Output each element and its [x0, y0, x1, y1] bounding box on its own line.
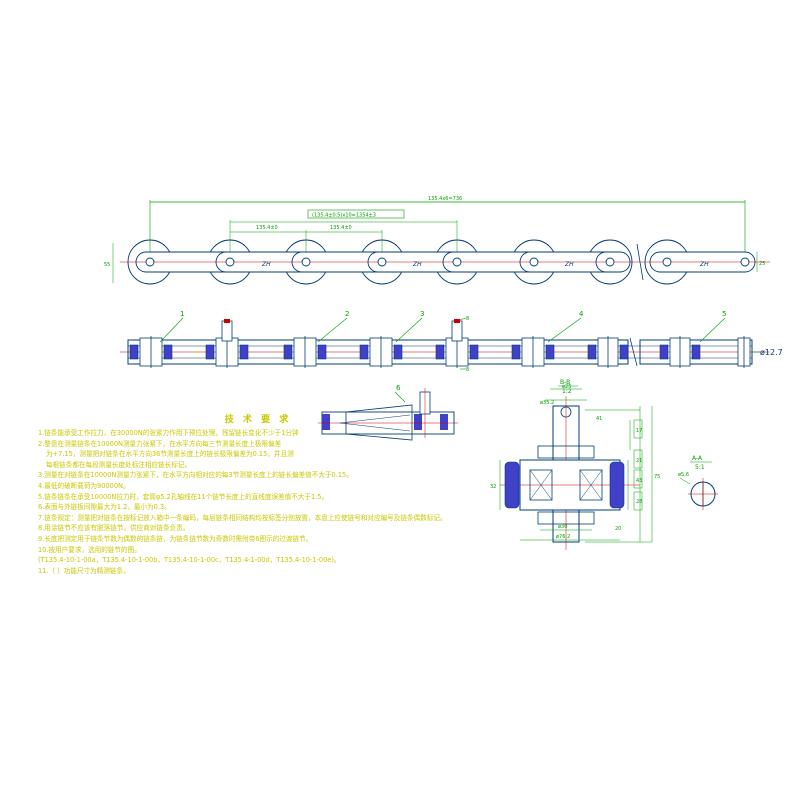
aa-scale: 5:1 [695, 464, 705, 471]
technical-notes: 技 术 要 求 1.链条能承受工作拉力，在30000N的张紧力作用下预拉处理，残… [38, 412, 478, 576]
aa-label: A-A [692, 455, 703, 462]
aa-dim: ø5.6 [678, 472, 689, 478]
section-aa: A-A 5:1 ø5.6 [678, 455, 718, 510]
notes-title: 技 术 要 求 [224, 415, 292, 425]
bb-dim-6: 43 [636, 478, 642, 484]
section-bb: B-B 1:2 [490, 379, 660, 550]
note-line: 2.整盘在测量链条在10000N测量力张紧下，在水平方向每三节测量长度上极限偏差 [38, 439, 282, 448]
attachment-mark: 8 [466, 316, 469, 322]
note-line: 8.用涂链节不应该有脱落链节，供应商对链条负责。 [38, 524, 190, 533]
zh-mark-1: ZH [261, 261, 271, 268]
bb-dim-1: ø35.2 [540, 400, 554, 406]
note-line: 每根链条都在每段测量长度处标注相应链长标记。 [46, 460, 192, 469]
pin-bolts-side [150, 336, 745, 368]
bb-label: B-B [560, 379, 570, 386]
note-line: 4.最低的破断载荷为90000N。 [38, 481, 130, 490]
overall-length-dim: 135.4x6=736 [428, 196, 462, 202]
pitch-b-dim: 135.4±0 [330, 225, 352, 231]
pin-dia-dim: ø12.7 [760, 348, 783, 357]
bb-dim-8: 20 [615, 526, 621, 532]
note-line: 10.按用户要求，选用的链节的图。 [38, 545, 141, 554]
detail-view-6: 6 [318, 384, 458, 441]
bb-dim-0: ø25 [562, 384, 571, 390]
note-line: 3.测量在对链条在10000N测量力张紧下，在水平方向相对应的每3节测量长度上的… [38, 471, 353, 480]
pitch-total-dim: (135.4±0.5)x10=1354±3 [312, 213, 376, 219]
top-view-chain: 135.4x6=736 (135.4±0.5)x10=1354±3 135.4±… [104, 196, 770, 285]
bb-dim-11: 32 [490, 484, 496, 490]
attachment-left [221, 320, 233, 342]
bb-dim-7: 28 [636, 499, 642, 505]
callout-4: 4 [579, 310, 584, 318]
callout-2: 2 [345, 310, 349, 318]
bb-dim-5: 75 [654, 474, 660, 480]
bb-dim-3: 17 [636, 428, 642, 434]
note-line: 为+7.15，测量把对链条在水平方向36节测量长度上的链长极限偏差为0.15，并… [46, 450, 294, 459]
attachment-right [451, 320, 463, 342]
bb-dim-4: 21 [636, 458, 642, 464]
side-view-chain: 1 2 3 4 5 8 8 ø12.7 [120, 310, 783, 373]
bb-scale: 1:2 [562, 388, 572, 395]
note-line: 1.链条能承受工作拉力，在30000N的张紧力作用下预拉处理，残留链长变化不少于… [38, 429, 299, 437]
bb-dim-2: 41 [596, 416, 602, 422]
zh-mark-3: ZH [564, 261, 574, 268]
zh-mark-2: ZH [412, 261, 422, 268]
bb-dim-9: ø30 [558, 524, 567, 530]
svg-text:ZH: ZH [699, 261, 709, 268]
callout-6: 6 [396, 384, 401, 392]
note-line: 7.链条规定：测量把对链条在按标记放入箱中一条编码，每层链条相同结构均按标签分别… [38, 513, 447, 522]
note-line: 5.链条链条在承受10000N拉力时，套筒φ5.2孔轴线在11个链节长度上的直线… [38, 492, 329, 501]
bb-dim-10: ø76.2 [556, 534, 570, 540]
callout-3: 3 [420, 310, 424, 318]
note-line: (T135.4-10-1-00a，T135.4-10-1-00b，T135.4-… [38, 556, 341, 565]
note-line: 11.（ ）功能尺寸为精测链条。 [38, 566, 130, 575]
note-line: 6.表面与外链板间隙最大为1.2，最小为0.3。 [38, 503, 171, 512]
right-dim: 25 [759, 261, 765, 267]
callout-1: 1 [180, 310, 184, 318]
pins-top [145, 257, 750, 267]
note-line: 9.长度把测定用于链条节数为偶数的链条链，为链条链节数为奇数时需附带6图示的过渡… [38, 534, 313, 543]
small-mark: 8 [466, 367, 469, 373]
rollers-side [129, 344, 701, 360]
height-dim: 55 [104, 262, 110, 268]
callout-5: 5 [722, 310, 726, 318]
pitch-a-dim: 135.4±0 [256, 225, 278, 231]
pitch-total-box [307, 209, 405, 219]
